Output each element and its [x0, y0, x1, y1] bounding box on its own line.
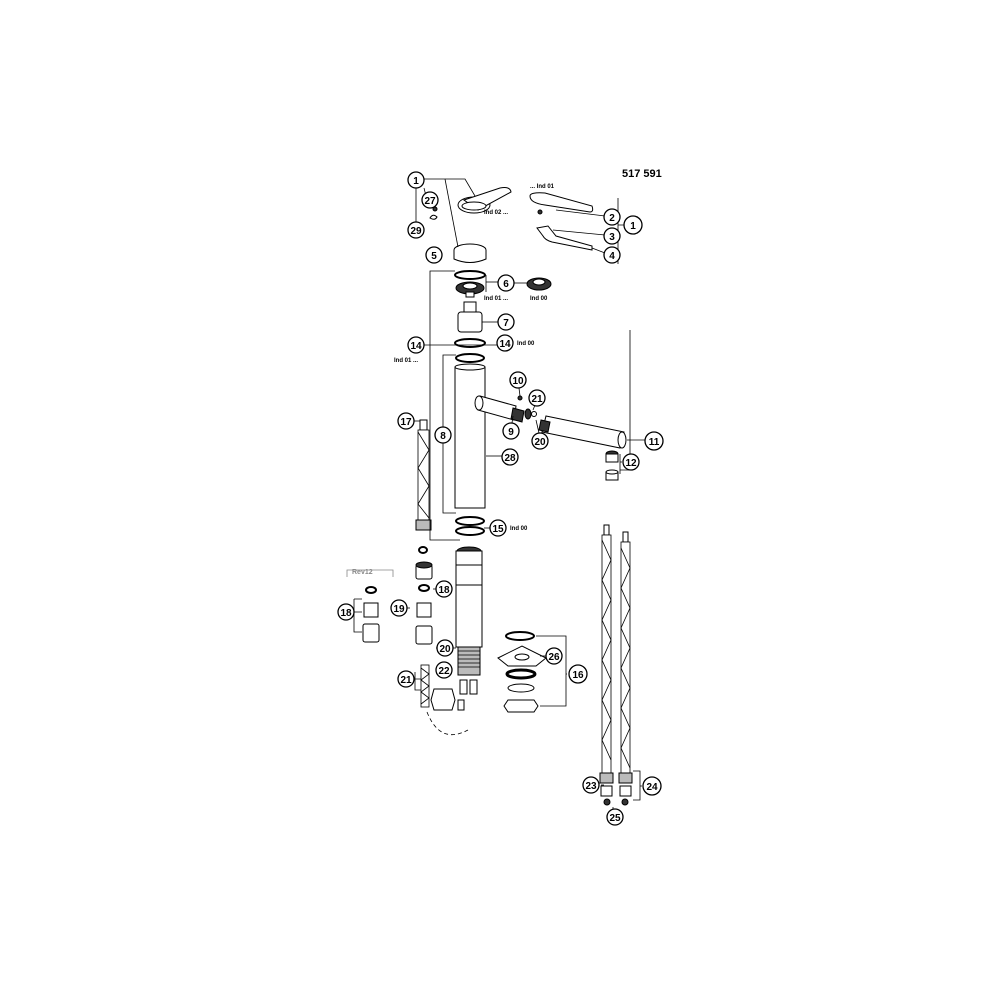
note-ind00-bottom: Ind 00: [510, 526, 528, 532]
faucet-body-tube: [454, 363, 486, 509]
callout-21-top: 21: [528, 389, 546, 407]
supply-hoses: [599, 524, 633, 806]
svg-text:15: 15: [492, 524, 504, 535]
svg-text:5: 5: [431, 251, 437, 262]
lever-handle-part: [457, 187, 512, 214]
svg-text:27: 27: [424, 196, 436, 207]
callout-15: 15: [489, 519, 507, 537]
svg-text:21: 21: [531, 394, 543, 405]
callout-14-left: 14: [407, 336, 425, 354]
callout-23: 23: [582, 776, 600, 794]
svg-text:22: 22: [438, 666, 450, 677]
callout-8: 8: [434, 426, 452, 444]
callout-5: 5: [425, 246, 443, 264]
mounting-kit-group: [497, 631, 547, 713]
svg-text:1: 1: [413, 176, 419, 187]
callout-18-right: 18: [435, 580, 453, 598]
callout-24: 24: [642, 776, 662, 796]
callout-26: 26: [545, 647, 563, 665]
note-ind01-handle: ... Ind 01: [530, 184, 555, 190]
callout-11: 11: [644, 431, 664, 451]
model-number: 517 591: [622, 168, 662, 180]
svg-text:25: 25: [609, 813, 621, 824]
svg-text:14: 14: [410, 341, 422, 352]
svg-text:21: 21: [400, 675, 412, 686]
cartridge-part-7: [457, 301, 483, 333]
o-ring-upper-body: [455, 353, 485, 363]
callout-1-right: 1: [623, 215, 643, 235]
callout-28: 28: [501, 448, 519, 466]
svg-text:26: 26: [548, 652, 560, 663]
svg-text:9: 9: [508, 427, 514, 438]
callout-25: 25: [606, 808, 624, 826]
callout-27: 27: [421, 191, 439, 209]
svg-text:29: 29: [410, 226, 422, 237]
flexible-hose-17: [415, 419, 432, 531]
cap-part-5: [453, 243, 487, 263]
svg-text:28: 28: [504, 453, 516, 464]
cartridge-ring-alt: [526, 277, 552, 291]
callout-20-bottom: 20: [436, 639, 454, 657]
spout-part: [474, 395, 627, 449]
cartridge-ring-part: [455, 281, 485, 298]
svg-text:23: 23: [585, 781, 597, 792]
note-ind01-side: Ind 01 ...: [394, 358, 418, 364]
aerator-part: [605, 450, 619, 481]
svg-text:18: 18: [438, 585, 450, 596]
callout-16: 16: [568, 664, 588, 684]
shank-part: [455, 546, 483, 676]
svg-text:20: 20: [439, 644, 451, 655]
callout-12: 12: [622, 453, 640, 471]
svg-text:17: 17: [400, 417, 412, 428]
fittings-column: [415, 546, 433, 645]
callout-22: 22: [435, 661, 453, 679]
svg-text:10: 10: [512, 376, 524, 387]
svg-text:12: 12: [625, 458, 637, 469]
revision-note: Rev12: [352, 569, 373, 576]
svg-text:3: 3: [609, 232, 615, 243]
callout-20-top: 20: [531, 432, 549, 450]
callout-6: 6: [497, 274, 515, 292]
callout-19: 19: [390, 599, 408, 617]
callout-21-bottom: 21: [397, 670, 415, 688]
note-ind01-cartridge: Ind 01 ...: [484, 296, 508, 302]
callout-17: 17: [397, 412, 415, 430]
note-ind02: Ind 02 ...: [484, 210, 508, 216]
callout-3: 3: [603, 227, 621, 245]
alt-lever-part: [529, 192, 594, 251]
o-ring-14: [454, 338, 486, 348]
svg-text:11: 11: [649, 437, 660, 448]
svg-text:1: 1: [630, 221, 636, 232]
note-ind00-cartridge: Ind 00: [530, 296, 548, 302]
screw-parts: [429, 206, 438, 220]
callout-2: 2: [603, 208, 621, 226]
svg-text:20: 20: [534, 437, 546, 448]
svg-text:16: 16: [572, 670, 584, 681]
svg-text:8: 8: [440, 431, 446, 442]
svg-text:2: 2: [609, 213, 615, 224]
svg-text:4: 4: [609, 251, 615, 262]
svg-text:14: 14: [499, 339, 511, 350]
callout-4: 4: [603, 246, 621, 264]
note-ind00-oring: Ind 00: [517, 341, 535, 347]
callout-7: 7: [497, 313, 515, 331]
o-ring-top: [454, 270, 486, 280]
callout-10: 10: [509, 371, 527, 389]
fitting-21-22: [420, 664, 478, 735]
svg-text:18: 18: [340, 608, 352, 619]
rev12-group: [346, 569, 394, 643]
svg-text:24: 24: [646, 782, 658, 793]
o-rings-bottom: [455, 516, 485, 536]
svg-text:19: 19: [393, 604, 405, 615]
callout-14-right: 14: [496, 334, 514, 352]
svg-text:6: 6: [503, 279, 509, 290]
callout-1: 1: [407, 171, 425, 189]
callout-9: 9: [502, 422, 520, 440]
svg-text:7: 7: [503, 318, 509, 329]
callout-18-left: 18: [337, 603, 355, 621]
callout-29: 29: [407, 221, 425, 239]
leader-lines: [353, 178, 645, 812]
